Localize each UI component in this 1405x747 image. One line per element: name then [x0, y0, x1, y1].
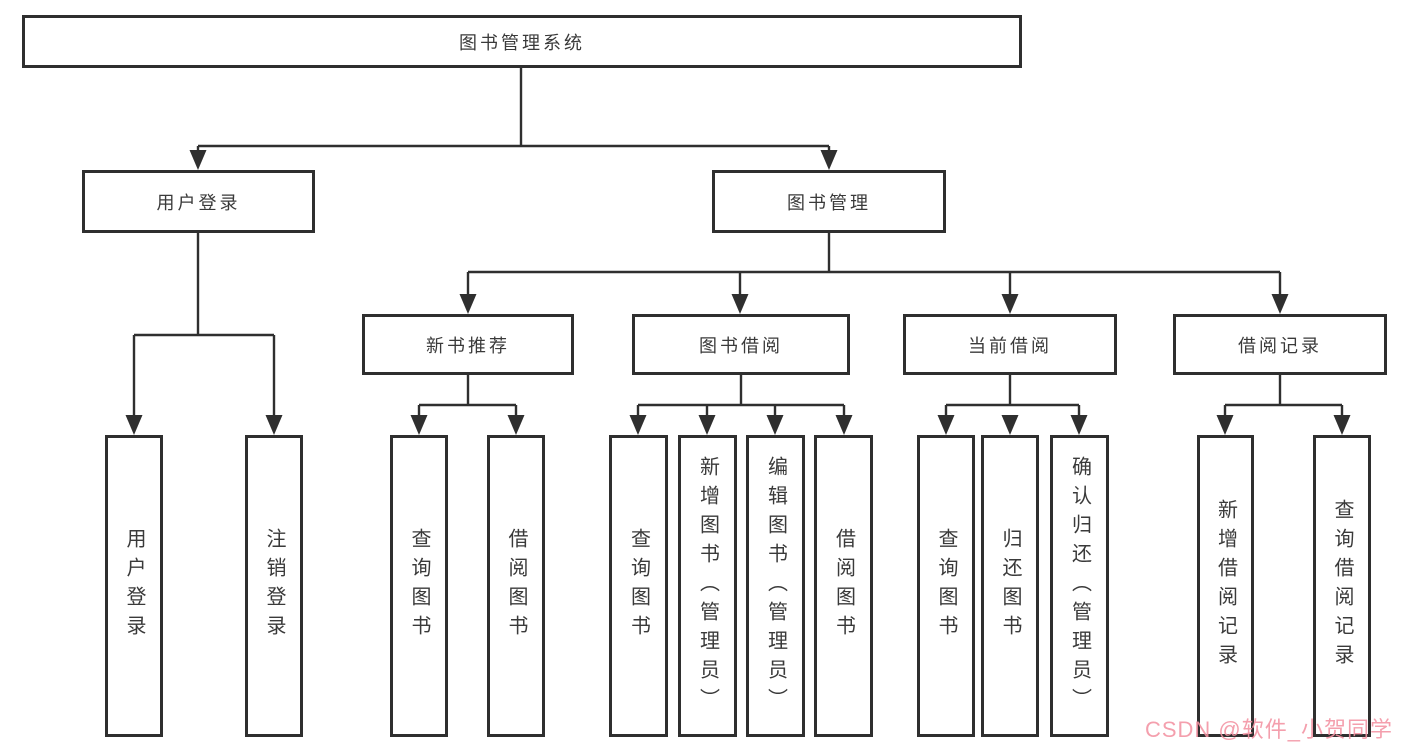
csdn-watermark: CSDN @软件_小贺同学: [1144, 717, 1393, 742]
node-book-management: 图书管理: [712, 170, 946, 233]
node-book-management-label: 图书管理: [787, 192, 871, 213]
leaf-query-book-current-label: 查询图书: [935, 528, 957, 644]
leaf-add-borrow-record: 新增借阅记录: [1197, 435, 1254, 737]
leaf-query-book-borrowing: 查询图书: [609, 435, 668, 737]
node-current-borrowing: 当前借阅: [903, 314, 1117, 375]
node-borrowing-records: 借阅记录: [1173, 314, 1387, 375]
node-new-book-recommend: 新书推荐: [362, 314, 574, 375]
leaf-user-login: 用户登录: [105, 435, 163, 737]
leaf-edit-book-admin: 编辑图书（管理员）: [746, 435, 805, 737]
leaf-query-borrow-record-label: 查询借阅记录: [1331, 499, 1353, 673]
node-user-login-label: 用户登录: [156, 192, 241, 213]
leaf-return-book: 归还图书: [981, 435, 1039, 737]
node-book-borrowing-label: 图书借阅: [699, 335, 783, 356]
leaf-confirm-return-admin: 确认归还（管理员）: [1050, 435, 1109, 737]
leaf-logout-label: 注销登录: [263, 528, 285, 644]
leaf-query-borrow-record: 查询借阅记录: [1313, 435, 1371, 737]
node-current-borrowing-label: 当前借阅: [968, 335, 1052, 356]
leaf-query-book-recommend: 查询图书: [390, 435, 448, 737]
leaf-borrow-book-recommend: 借阅图书: [487, 435, 545, 737]
leaf-return-book-label: 归还图书: [999, 528, 1021, 644]
leaf-borrow-book-borrowing: 借阅图书: [814, 435, 873, 737]
leaf-confirm-return-admin-label: 确认归还（管理员）: [1068, 455, 1091, 717]
node-borrowing-records-label: 借阅记录: [1238, 335, 1322, 356]
node-root-label: 图书管理系统: [459, 32, 585, 53]
node-user-login: 用户登录: [82, 170, 315, 233]
leaf-edit-book-admin-label: 编辑图书（管理员）: [764, 455, 787, 717]
leaf-user-login-label: 用户登录: [123, 528, 145, 644]
node-root: 图书管理系统: [22, 15, 1022, 68]
leaf-logout: 注销登录: [245, 435, 303, 737]
node-book-borrowing: 图书借阅: [632, 314, 850, 375]
leaf-borrow-book-recommend-label: 借阅图书: [505, 528, 527, 644]
leaf-query-book-borrowing-label: 查询图书: [627, 528, 650, 644]
node-new-book-recommend-label: 新书推荐: [426, 335, 510, 356]
leaf-add-book-admin: 新增图书（管理员）: [678, 435, 737, 737]
leaf-query-book-recommend-label: 查询图书: [408, 528, 430, 644]
leaf-borrow-book-borrowing-label: 借阅图书: [832, 528, 855, 644]
leaf-add-borrow-record-label: 新增借阅记录: [1214, 499, 1237, 673]
leaf-add-book-admin-label: 新增图书（管理员）: [696, 455, 719, 717]
leaf-query-book-current: 查询图书: [917, 435, 975, 737]
